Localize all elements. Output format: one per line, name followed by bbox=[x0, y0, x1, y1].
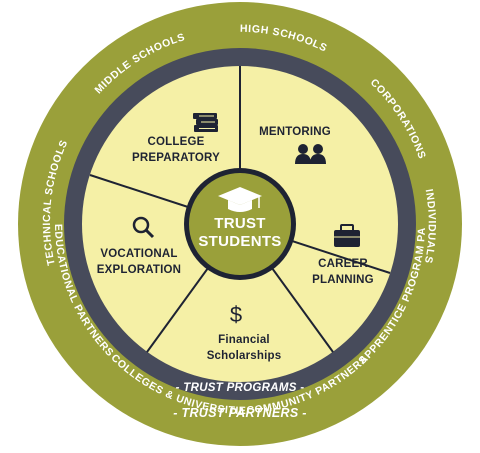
center-label-line1: TRUST bbox=[214, 215, 266, 232]
people-icon bbox=[295, 144, 326, 164]
center-circle-inner bbox=[189, 173, 291, 275]
books-icon bbox=[193, 113, 218, 132]
segment-mentoring-label: MENTORING bbox=[259, 126, 331, 138]
partners-ring-right: INDIVIDUALS bbox=[422, 188, 438, 265]
partner-individuals: INDIVIDUALS bbox=[422, 188, 437, 265]
trust-programs-label: - TRUST PROGRAMS - bbox=[176, 382, 305, 394]
segment-college-line1: COLLEGE bbox=[148, 136, 205, 148]
segment-career-line2: PLANNING bbox=[312, 274, 374, 286]
segment-financial-line2: Scholarships bbox=[207, 350, 282, 362]
segment-career-line1: CAREER bbox=[318, 258, 368, 270]
segment-vocational-line1: VOCATIONAL bbox=[100, 248, 177, 260]
segment-financial-line1: Financial bbox=[218, 334, 270, 346]
magnifier-icon bbox=[132, 216, 155, 239]
dollar-icon: $ bbox=[230, 302, 242, 327]
center-label-line2: STUDENTS bbox=[198, 233, 281, 250]
segment-college-line2: PREPARATORY bbox=[132, 152, 220, 164]
segment-vocational-line2: EXPLORATION bbox=[97, 264, 181, 276]
graduation-cap-icon bbox=[218, 187, 262, 212]
briefcase-icon bbox=[334, 224, 360, 247]
trust-partners-label: - TRUST PARTNERS - bbox=[173, 406, 306, 420]
